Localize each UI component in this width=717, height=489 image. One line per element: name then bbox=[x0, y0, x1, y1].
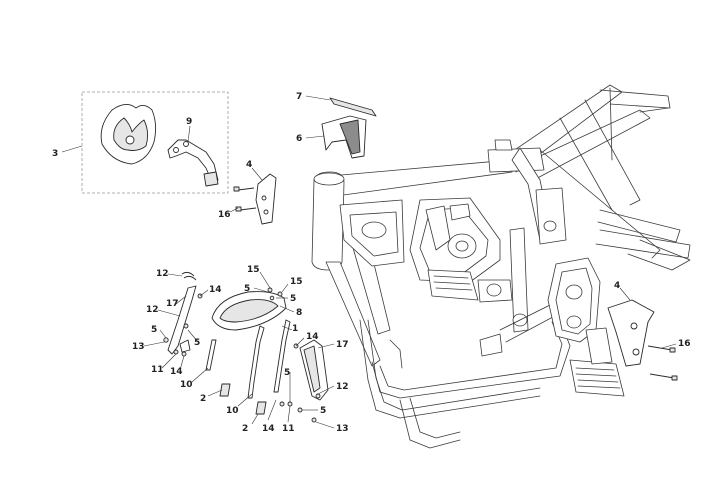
motorcycle-frame bbox=[311, 84, 691, 449]
callout-3: 3 bbox=[52, 149, 58, 159]
callout-15-a: 15 bbox=[247, 265, 260, 275]
callout-17-a: 17 bbox=[166, 299, 179, 309]
callout-5-d: 5 bbox=[194, 338, 200, 348]
tail-strip-part bbox=[329, 97, 377, 117]
callout-8: 8 bbox=[296, 308, 302, 318]
callout-16-upper: 16 bbox=[218, 210, 231, 220]
callout-16-lower: 16 bbox=[678, 339, 691, 349]
callout-13-a: 13 bbox=[132, 342, 145, 352]
lower-bolts-part bbox=[647, 345, 678, 381]
callout-13-b: 13 bbox=[336, 424, 349, 434]
callout-5-f: 5 bbox=[320, 406, 326, 416]
callout-14-b: 14 bbox=[170, 367, 183, 377]
leader-lines bbox=[61, 95, 677, 429]
callout-15-b: 15 bbox=[290, 277, 303, 287]
callout-14-a: 14 bbox=[209, 285, 222, 295]
callout-5-b: 5 bbox=[290, 294, 296, 304]
callout-5-c: 5 bbox=[151, 325, 157, 335]
fender-struts-part bbox=[205, 319, 291, 399]
callout-7: 7 bbox=[296, 92, 302, 102]
callout-14-c: 14 bbox=[306, 332, 319, 342]
callout-4-upper: 4 bbox=[246, 160, 252, 170]
callout-11-b: 11 bbox=[282, 424, 295, 434]
number-plate-part bbox=[100, 104, 157, 165]
callout-10-b: 10 bbox=[226, 406, 239, 416]
rear-fender-piece-part bbox=[321, 115, 367, 159]
callout-2-b: 2 bbox=[242, 424, 248, 434]
left-fork-brace-part bbox=[167, 285, 197, 355]
callout-17-b: 17 bbox=[336, 340, 349, 350]
hardware-small-parts bbox=[163, 271, 321, 423]
group-box-3 bbox=[81, 91, 229, 194]
lower-footpeg-bracket-part bbox=[607, 299, 655, 367]
callout-5-e: 5 bbox=[284, 368, 290, 378]
callout-10-a: 10 bbox=[180, 380, 193, 390]
callout-1: 1 bbox=[292, 324, 298, 334]
upper-bolts-part bbox=[233, 186, 257, 212]
callout-labels: 3 9 7 6 4 16 15 15 5 5 8 12 14 12 17 5 1… bbox=[52, 92, 691, 434]
right-fork-guard-part bbox=[299, 339, 329, 401]
callout-12-a: 12 bbox=[156, 269, 169, 279]
callout-14-d: 14 bbox=[262, 424, 275, 434]
callout-11-a: 11 bbox=[151, 365, 164, 375]
callout-12-c: 12 bbox=[336, 382, 349, 392]
front-fender-part bbox=[211, 291, 287, 331]
plate-bracket-part bbox=[167, 139, 219, 187]
callout-6: 6 bbox=[296, 134, 302, 144]
callout-4-lower: 4 bbox=[614, 281, 620, 291]
callout-12-b: 12 bbox=[146, 305, 159, 315]
spacer-sleeves-part bbox=[219, 383, 267, 415]
upper-bracket-part bbox=[255, 173, 277, 225]
callout-2-a: 2 bbox=[200, 394, 206, 404]
callout-5-a: 5 bbox=[244, 284, 250, 294]
callout-9: 9 bbox=[186, 117, 192, 127]
